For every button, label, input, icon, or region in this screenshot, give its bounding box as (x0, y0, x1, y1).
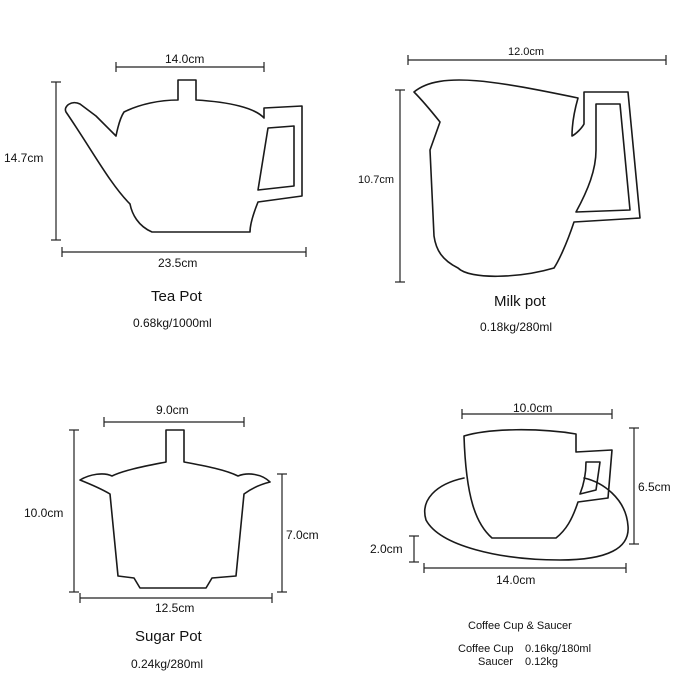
coffee-cup-label: Coffee Cup (458, 643, 514, 655)
milk-pot-outline (413, 79, 641, 278)
tea-pot-dimension-lines (51, 62, 307, 257)
cup-height-label: 6.5cm (638, 480, 671, 494)
saucer-width-label: 14.0cm (496, 573, 536, 587)
sugar-pot-illustration (79, 429, 271, 589)
saucer-outline (424, 477, 629, 561)
cup-handle-inner (579, 461, 601, 495)
milk-pot-illustration (413, 79, 641, 278)
coffee-set-title: Coffee Cup & Saucer (468, 620, 572, 632)
milk-pot-handle-inner (575, 103, 631, 213)
tea-pot-outline (64, 79, 303, 233)
cup-width-label: 10.0cm (513, 401, 553, 415)
coffee-cup-spec: 0.16kg/180ml (525, 643, 592, 655)
sugar-pot-width-bottom-label: 12.5cm (155, 601, 195, 615)
sugar-pot-height-body-label: 7.0cm (286, 528, 319, 542)
saucer-height-label: 2.0cm (370, 542, 403, 556)
tea-pot-width-bottom-label: 23.5cm (158, 256, 198, 270)
coffee-cup-saucer-illustration (424, 428, 629, 561)
milk-pot-dimension-lines (395, 55, 667, 283)
milk-pot-height-label: 10.7cm (358, 174, 395, 186)
tea-pot-height-label: 14.7cm (4, 151, 44, 165)
tea-pot-title: Tea Pot (151, 288, 202, 305)
sugar-pot-title: Sugar Pot (135, 628, 202, 645)
tea-pot-width-top-label: 14.0cm (165, 52, 205, 66)
sugar-pot-spec: 0.24kg/280ml (131, 657, 204, 671)
milk-pot-spec: 0.18kg/280ml (480, 320, 553, 334)
tea-pot-illustration (64, 79, 303, 233)
saucer-label: Saucer (478, 656, 513, 668)
sugar-pot-height-total-label: 10.0cm (24, 506, 64, 520)
milk-pot-title: Milk pot (494, 293, 546, 310)
sugar-pot-dimension-lines (69, 417, 287, 603)
milk-pot-width-label: 12.0cm (508, 46, 545, 58)
tea-pot-spec: 0.68kg/1000ml (133, 316, 212, 330)
coffee-set-dimension-lines (409, 409, 639, 573)
cup-outline (463, 428, 613, 539)
saucer-spec: 0.12kg (525, 656, 559, 668)
tea-pot-handle-inner (257, 125, 295, 191)
sugar-pot-outline (79, 429, 271, 589)
sugar-pot-width-top-label: 9.0cm (156, 403, 189, 417)
